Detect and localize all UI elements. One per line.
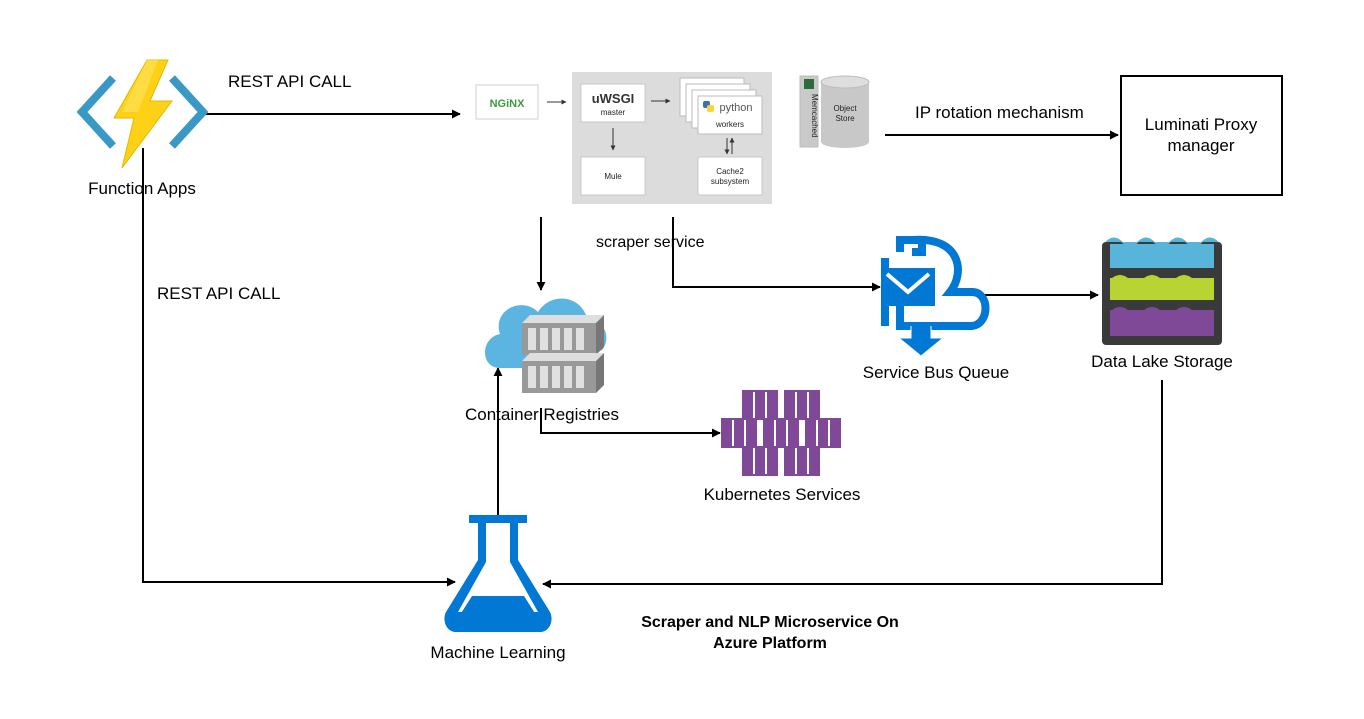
data-lake-storage-icon[interactable] (1102, 237, 1222, 345)
kubernetes-services-icon[interactable] (721, 390, 841, 476)
cache-box (697, 156, 763, 196)
caption-line2: Azure Platform (713, 635, 827, 652)
function-apps-label: Function Apps (88, 179, 196, 198)
container-cube-3 (721, 418, 757, 448)
nginx-logo: NGiNX (490, 98, 526, 110)
machine-learning-flask-icon[interactable] (444, 515, 552, 632)
luminati-label-line1: Luminati Proxy (1145, 115, 1258, 134)
lake-layer-middle (1110, 278, 1214, 300)
uwsgi-master-label: master (601, 108, 626, 117)
edge-scraper-to-servicebus (672, 217, 881, 292)
nginx-box (475, 84, 539, 120)
object-store-line1: Object (833, 104, 857, 113)
workers-label: workers (715, 120, 744, 129)
python-icon (703, 101, 714, 112)
function-apps-icon[interactable] (76, 59, 209, 169)
container-cube-1 (742, 390, 778, 420)
memcached-box (799, 75, 819, 148)
container-cube-4 (763, 418, 799, 448)
left-bracket-icon (76, 75, 116, 149)
container-cube-2 (784, 390, 820, 420)
lake-layer-bottom (1110, 310, 1214, 336)
arrow-down-icon (897, 326, 945, 357)
container-registries-icon[interactable] (485, 298, 607, 393)
object-store-cylinder (820, 75, 870, 148)
edge-container-to-kubernetes (540, 408, 721, 438)
connectors (142, 109, 1163, 589)
mule-box (580, 156, 646, 196)
container-cube-5 (805, 418, 841, 448)
rest-api-call-left-label: REST API CALL (157, 284, 280, 303)
scraper-service-label: scraper service (596, 234, 705, 251)
container-cube-7 (784, 446, 820, 476)
lake-layer-top (1110, 244, 1214, 268)
edge-function-to-ml (142, 148, 456, 587)
rest-api-call-top-label: REST API CALL (228, 72, 351, 91)
memcached-label: Memcached (810, 94, 819, 138)
mule-label: Mule (604, 172, 622, 181)
container-registries-label: Container Registries (465, 405, 619, 424)
luminati-label-line2: manager (1167, 136, 1234, 155)
scraper-service-block[interactable]: NGiNX uWSGI master python workers Mule C… (475, 72, 870, 204)
cache-label-line1: Cache2 (716, 167, 744, 176)
ip-rotation-label: IP rotation mechanism (915, 103, 1084, 122)
registry-stack-icon (522, 315, 604, 393)
data-lake-storage-label: Data Lake Storage (1091, 352, 1233, 371)
kubernetes-services-label: Kubernetes Services (704, 485, 861, 504)
container-cube-6 (742, 446, 778, 476)
lightning-bolt-icon (113, 59, 173, 169)
uwsgi-master-box (580, 83, 646, 123)
right-bracket-icon (169, 75, 209, 149)
machine-learning-label: Machine Learning (430, 643, 565, 662)
service-bus-queue-label: Service Bus Queue (863, 363, 1009, 382)
object-store-line2: Store (835, 114, 855, 123)
edge-datalake-to-ml (542, 380, 1163, 589)
cache-label-line2: subsystem (711, 177, 750, 186)
caption-line1: Scraper and NLP Microservice On (641, 614, 899, 631)
uwsgi-title: uWSGI (592, 91, 635, 106)
python-label: python (719, 102, 752, 114)
service-bus-queue-icon[interactable] (881, 235, 990, 357)
luminati-proxy-box[interactable] (1120, 75, 1283, 196)
